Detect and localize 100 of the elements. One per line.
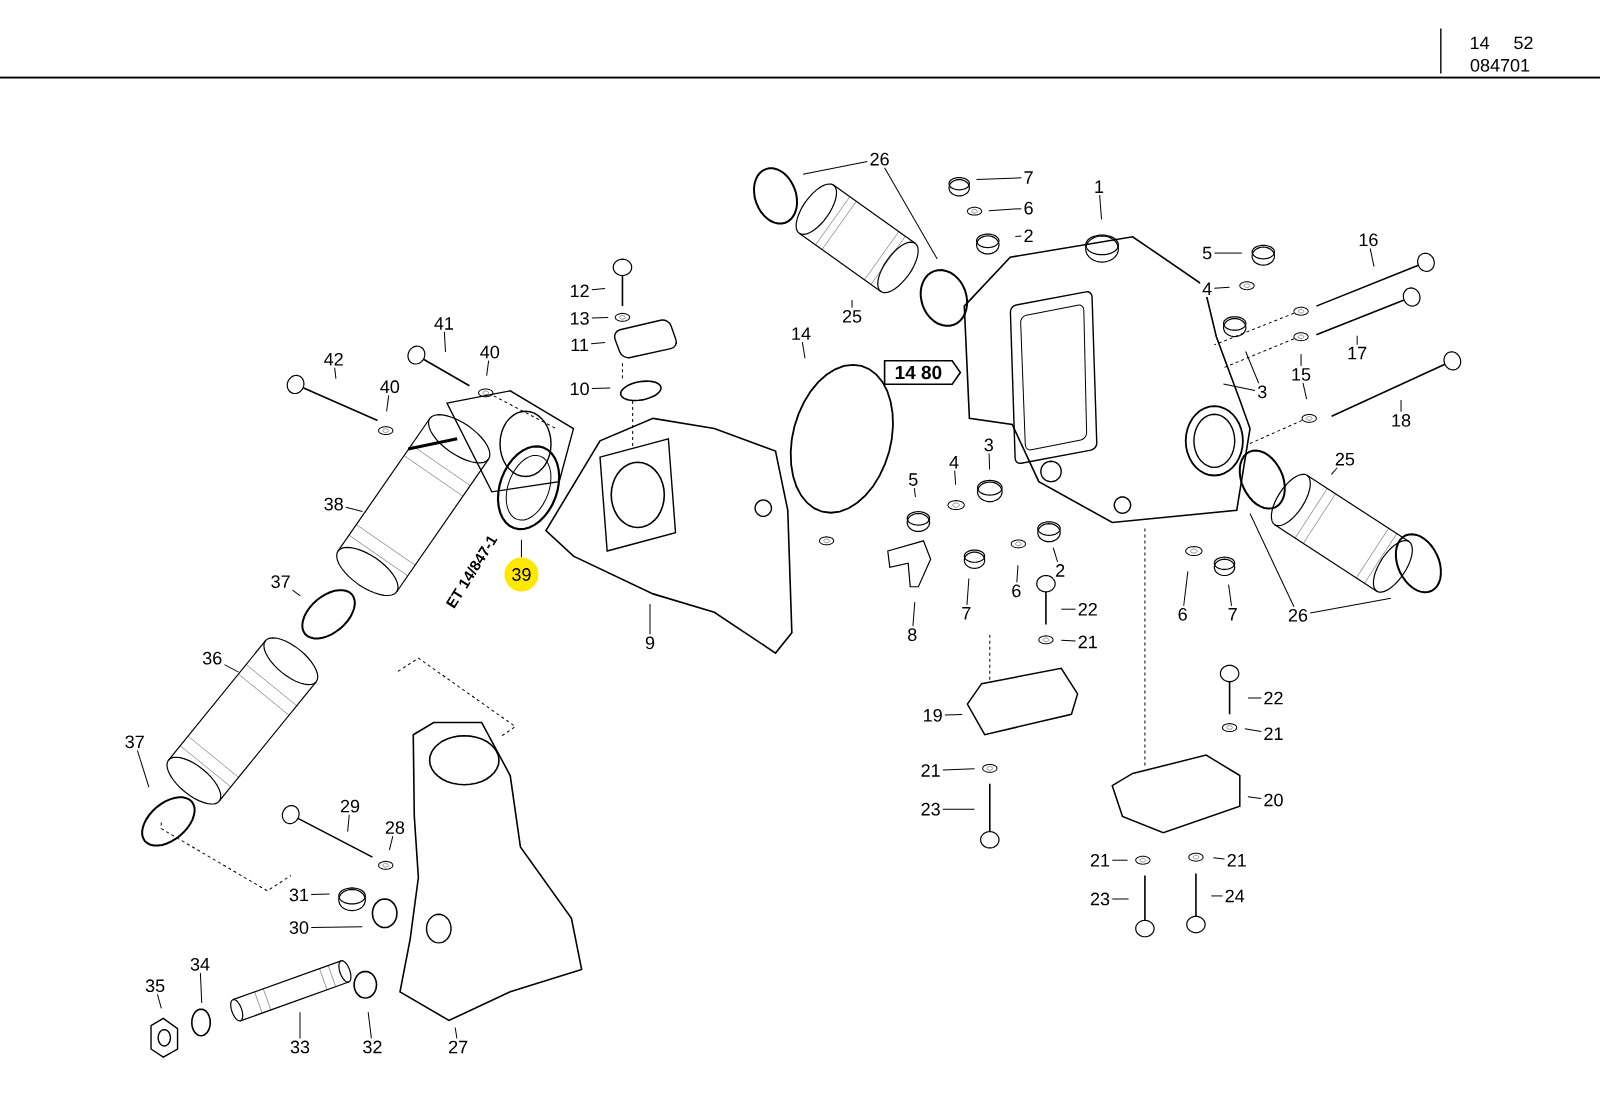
callout-number: 21 <box>918 761 943 779</box>
leader-line <box>942 768 975 771</box>
leader-line <box>591 287 606 290</box>
sheet-number: 52 <box>1514 36 1533 50</box>
leader-line <box>912 601 916 627</box>
leader-line <box>1400 399 1402 413</box>
leader-line <box>1309 597 1392 614</box>
leader-line <box>334 367 337 379</box>
leader-line <box>310 893 331 895</box>
callout-number: 14 <box>789 325 814 342</box>
callout-number: 4 <box>1200 280 1215 297</box>
leader-line <box>1300 353 1302 367</box>
leader-line <box>367 1011 372 1039</box>
callout-number: 4 <box>947 453 962 471</box>
callout-number: 27 <box>446 1038 471 1056</box>
leader-line <box>1222 383 1256 391</box>
leader-line <box>299 1011 301 1039</box>
callout-number: 24 <box>1222 887 1247 905</box>
callout-number: 2 <box>1053 561 1068 579</box>
callout-number: 16 <box>1356 231 1381 248</box>
callout-number: 19 <box>920 706 945 724</box>
callout-number: 5 <box>1200 244 1215 262</box>
leader-line <box>1099 194 1103 220</box>
callout-number: 6 <box>1175 605 1190 623</box>
leader-line <box>802 160 868 175</box>
callout-number: 10 <box>567 380 592 397</box>
callout-number: 23 <box>918 800 943 818</box>
leader-line <box>292 589 301 597</box>
leader-line <box>944 713 963 716</box>
leader-line <box>1228 583 1232 607</box>
callout-number: 30 <box>286 919 311 936</box>
leader-line <box>199 972 203 1004</box>
leader-line <box>590 341 606 345</box>
leader-line <box>310 925 363 928</box>
leader-line <box>443 331 446 353</box>
leader-line <box>156 993 162 1009</box>
callout-number: 34 <box>188 955 212 973</box>
callout-number: 31 <box>286 886 311 904</box>
callout-number: 22 <box>1075 600 1100 618</box>
callout-number: 21 <box>1261 725 1286 742</box>
leader-line <box>520 539 522 558</box>
leader-line <box>1060 608 1077 610</box>
leader-line <box>1052 547 1059 563</box>
callout-number: 5 <box>906 471 921 488</box>
callout-number: 18 <box>1389 411 1414 429</box>
callout-number: 21 <box>1088 851 1113 869</box>
leader-line <box>954 469 957 485</box>
leader-line <box>1249 512 1295 608</box>
callout-number: 40 <box>377 378 402 395</box>
leader-line <box>1247 697 1262 699</box>
callout-number: 37 <box>268 573 293 590</box>
callout-number: 40 <box>477 343 502 361</box>
callout-number: 7 <box>1225 605 1240 623</box>
leader-line <box>913 487 916 498</box>
leader-line <box>966 577 970 606</box>
callout-number: 7 <box>1021 169 1036 186</box>
callout-number: 38 <box>321 495 346 513</box>
callout-number: 25 <box>1332 450 1357 468</box>
leader-line <box>347 814 350 832</box>
callout-number: 28 <box>382 819 407 836</box>
leader-line <box>884 167 938 260</box>
document-number: 084701 <box>1470 58 1530 72</box>
callout-number: 2 <box>1021 227 1036 244</box>
leader-line <box>942 808 975 810</box>
callout-number: 12 <box>567 282 592 299</box>
callout-number: 25 <box>840 307 865 325</box>
callout-number: 15 <box>1289 366 1314 383</box>
leader-line <box>801 341 806 359</box>
callout-number: 7 <box>959 604 974 622</box>
leader-line <box>136 749 150 788</box>
callout-number: 6 <box>1021 199 1036 217</box>
callout-number: 39 <box>504 557 539 592</box>
callout-number: 37 <box>122 733 147 751</box>
leader-line <box>1245 350 1260 384</box>
leader-line <box>1210 895 1223 897</box>
callout-number: 11 <box>568 336 591 353</box>
leader-line <box>345 506 363 512</box>
callout-number: 13 <box>567 309 592 327</box>
leader-line <box>1369 247 1375 267</box>
callout-number: 9 <box>643 634 657 652</box>
leader-line <box>388 835 394 851</box>
callout-number: 20 <box>1261 791 1286 809</box>
callout-number: 36 <box>200 649 225 667</box>
leader-line <box>1213 286 1231 289</box>
callout-number: 26 <box>867 150 892 168</box>
callout-number: 41 <box>431 315 456 332</box>
callout-number: 42 <box>321 350 346 368</box>
callout-number: 23 <box>1088 890 1113 908</box>
sheet-number: 14 <box>1470 36 1490 49</box>
leader-line <box>223 663 240 673</box>
leader-line <box>386 394 390 412</box>
leader-line <box>988 452 991 470</box>
leader-line <box>1014 235 1022 237</box>
callout-number: 3 <box>981 436 996 454</box>
callout-number: 3 <box>1255 383 1270 401</box>
leader-line <box>1183 570 1189 607</box>
callout-number: 8 <box>905 626 920 643</box>
leader-line <box>1244 728 1262 732</box>
callout-number: 29 <box>338 797 362 815</box>
leader-line <box>1302 382 1308 400</box>
